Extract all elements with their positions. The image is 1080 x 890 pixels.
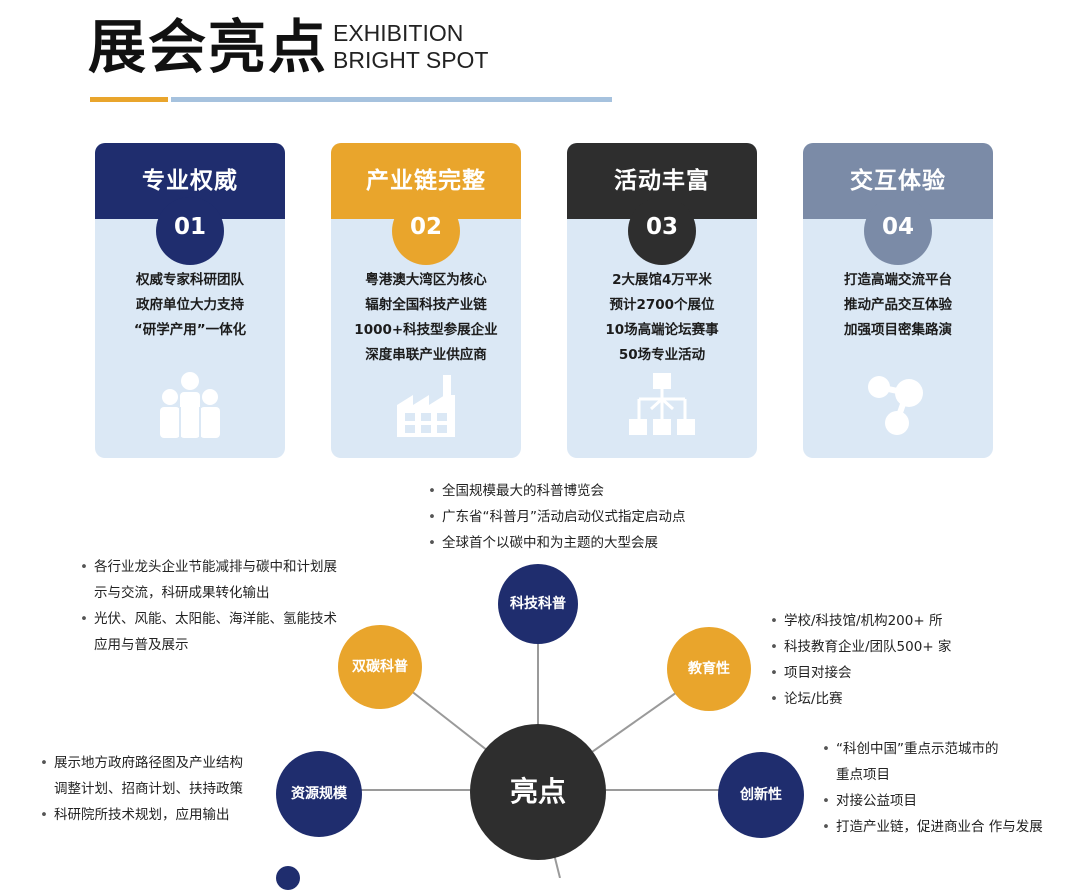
card-title: 活动丰富 [567,143,757,219]
bullet-item: 项目对接会 [770,660,951,686]
page-title: 展会亮点 [88,13,329,81]
card-line: 粤港澳大湾区为核心 [365,272,487,288]
highlight-card-3: 活动丰富 03 2大展馆4万平米 预计2700个展位 10场高端论坛赛事 50场… [567,143,757,458]
bullet-item: 科研院所技术规划，应用输出 [40,802,243,828]
bullets-tech-popsci: 全国规模最大的科普博览会 广东省“科普月”活动启动仪式指定启动点 全球首个以碳中… [428,478,686,556]
card-line: 政府单位大力支持 [136,297,244,313]
title-en-line-2: BRIGHT SPOT [333,47,489,73]
card-line: 加强项目密集路演 [844,322,952,338]
card-line: 50场专业活动 [618,347,706,363]
card-line: 打造高端交流平台 [844,272,952,288]
card-line: 辐射全国科技产业链 [365,297,487,313]
bullet-item-cont: 重点项目 [836,767,890,783]
title-underline [171,97,612,102]
highlight-card-4: 交互体验 04 打造高端交流平台 推动产品交互体验 加强项目密集路演 [803,143,993,458]
bullets-innovation: “科创中国”重点示范城市的 重点项目 对接公益项目 打造产业链，促进商业合 作与… [822,736,1043,840]
card-number: 02 [392,197,460,265]
node-innovation: 创新性 [718,752,804,838]
bullet-item: 学校/科技馆/机构200+ 所 [770,608,951,634]
bullet-item: 论坛/比赛 [770,686,951,712]
card-text: 权威专家科研团队 政府单位大力支持 “研学产用”一体化 [95,268,285,343]
card-number: 01 [156,197,224,265]
card-text: 2大展馆4万平米 预计2700个展位 10场高端论坛赛事 50场专业活动 [567,268,757,368]
card-text: 打造高端交流平台 推动产品交互体验 加强项目密集路演 [803,268,993,343]
bullet-item-cont: 应用与普及展示 [94,637,189,653]
node-dual-carbon: 双碳科普 [338,625,422,709]
highlight-card-2: 产业链完整 02 粤港澳大湾区为核心 辐射全国科技产业链 1000+科技型参展企… [331,143,521,458]
node-resource-scale: 资源规模 [276,751,362,837]
bullet-item: 各行业龙头企业节能减排与碳中和计划展 [80,554,337,580]
bullet-item: 全国规模最大的科普博览会 [428,478,686,504]
card-line: “研学产用”一体化 [133,322,247,338]
bullet-item: 对接公益项目 [822,788,1043,814]
bullet-item: 光伏、风能、太阳能、海洋能、氢能技术 [80,606,337,632]
bullet-item: 科技教育企业/团队500+ 家 [770,634,951,660]
title-en-line-1: EXHIBITION [333,20,464,46]
card-line: 1000+科技型参展企业 [354,322,498,338]
connection-nodes-icon [868,376,923,435]
hub-center: 亮点 [470,724,606,860]
bullets-resource-scale: 展示地方政府路径图及产业结构 调整计划、招商计划、扶持政策 科研院所技术规划，应… [40,750,243,828]
bullet-item: 打造产业链，促进商业合 作与发展 [822,814,1043,840]
card-text: 粤港澳大湾区为核心 辐射全国科技产业链 1000+科技型参展企业 深度串联产业供… [331,268,521,368]
node-education: 教育性 [667,627,751,711]
card-line: 推动产品交互体验 [844,297,952,313]
partial-node [276,866,300,890]
title-underline-accent [90,97,168,102]
highlight-card-1: 专业权威 01 权威专家科研团队 政府单位大力支持 “研学产用”一体化 [95,143,285,458]
hierarchy-icon [629,373,695,435]
card-line: 预计2700个展位 [609,297,715,313]
bullet-item: 展示地方政府路径图及产业结构 [40,750,243,776]
bullet-item-cont: 调整计划、招商计划、扶持政策 [54,781,243,797]
card-line: 深度串联产业供应商 [365,347,487,363]
page-title-english: EXHIBITION BRIGHT SPOT [333,20,489,74]
card-line: 权威专家科研团队 [136,272,244,288]
bullet-item: “科创中国”重点示范城市的 [822,736,1043,762]
bullet-item: 广东省“科普月”活动启动仪式指定启动点 [428,504,686,530]
card-number: 04 [864,197,932,265]
bullets-dual-carbon: 各行业龙头企业节能减排与碳中和计划展 示与交流，科研成果转化输出 光伏、风能、太… [80,554,337,658]
card-number: 03 [628,197,696,265]
bullets-education: 学校/科技馆/机构200+ 所 科技教育企业/团队500+ 家 项目对接会 论坛… [770,608,951,712]
factory-icon [397,375,455,437]
node-tech-popsci: 科技科普 [498,564,578,644]
people-group-icon [160,372,220,438]
bullet-item: 全球首个以碳中和为主题的大型会展 [428,530,686,556]
card-line: 2大展馆4万平米 [612,272,712,288]
bullet-item-cont: 示与交流，科研成果转化输出 [94,585,270,601]
card-line: 10场高端论坛赛事 [605,322,719,338]
